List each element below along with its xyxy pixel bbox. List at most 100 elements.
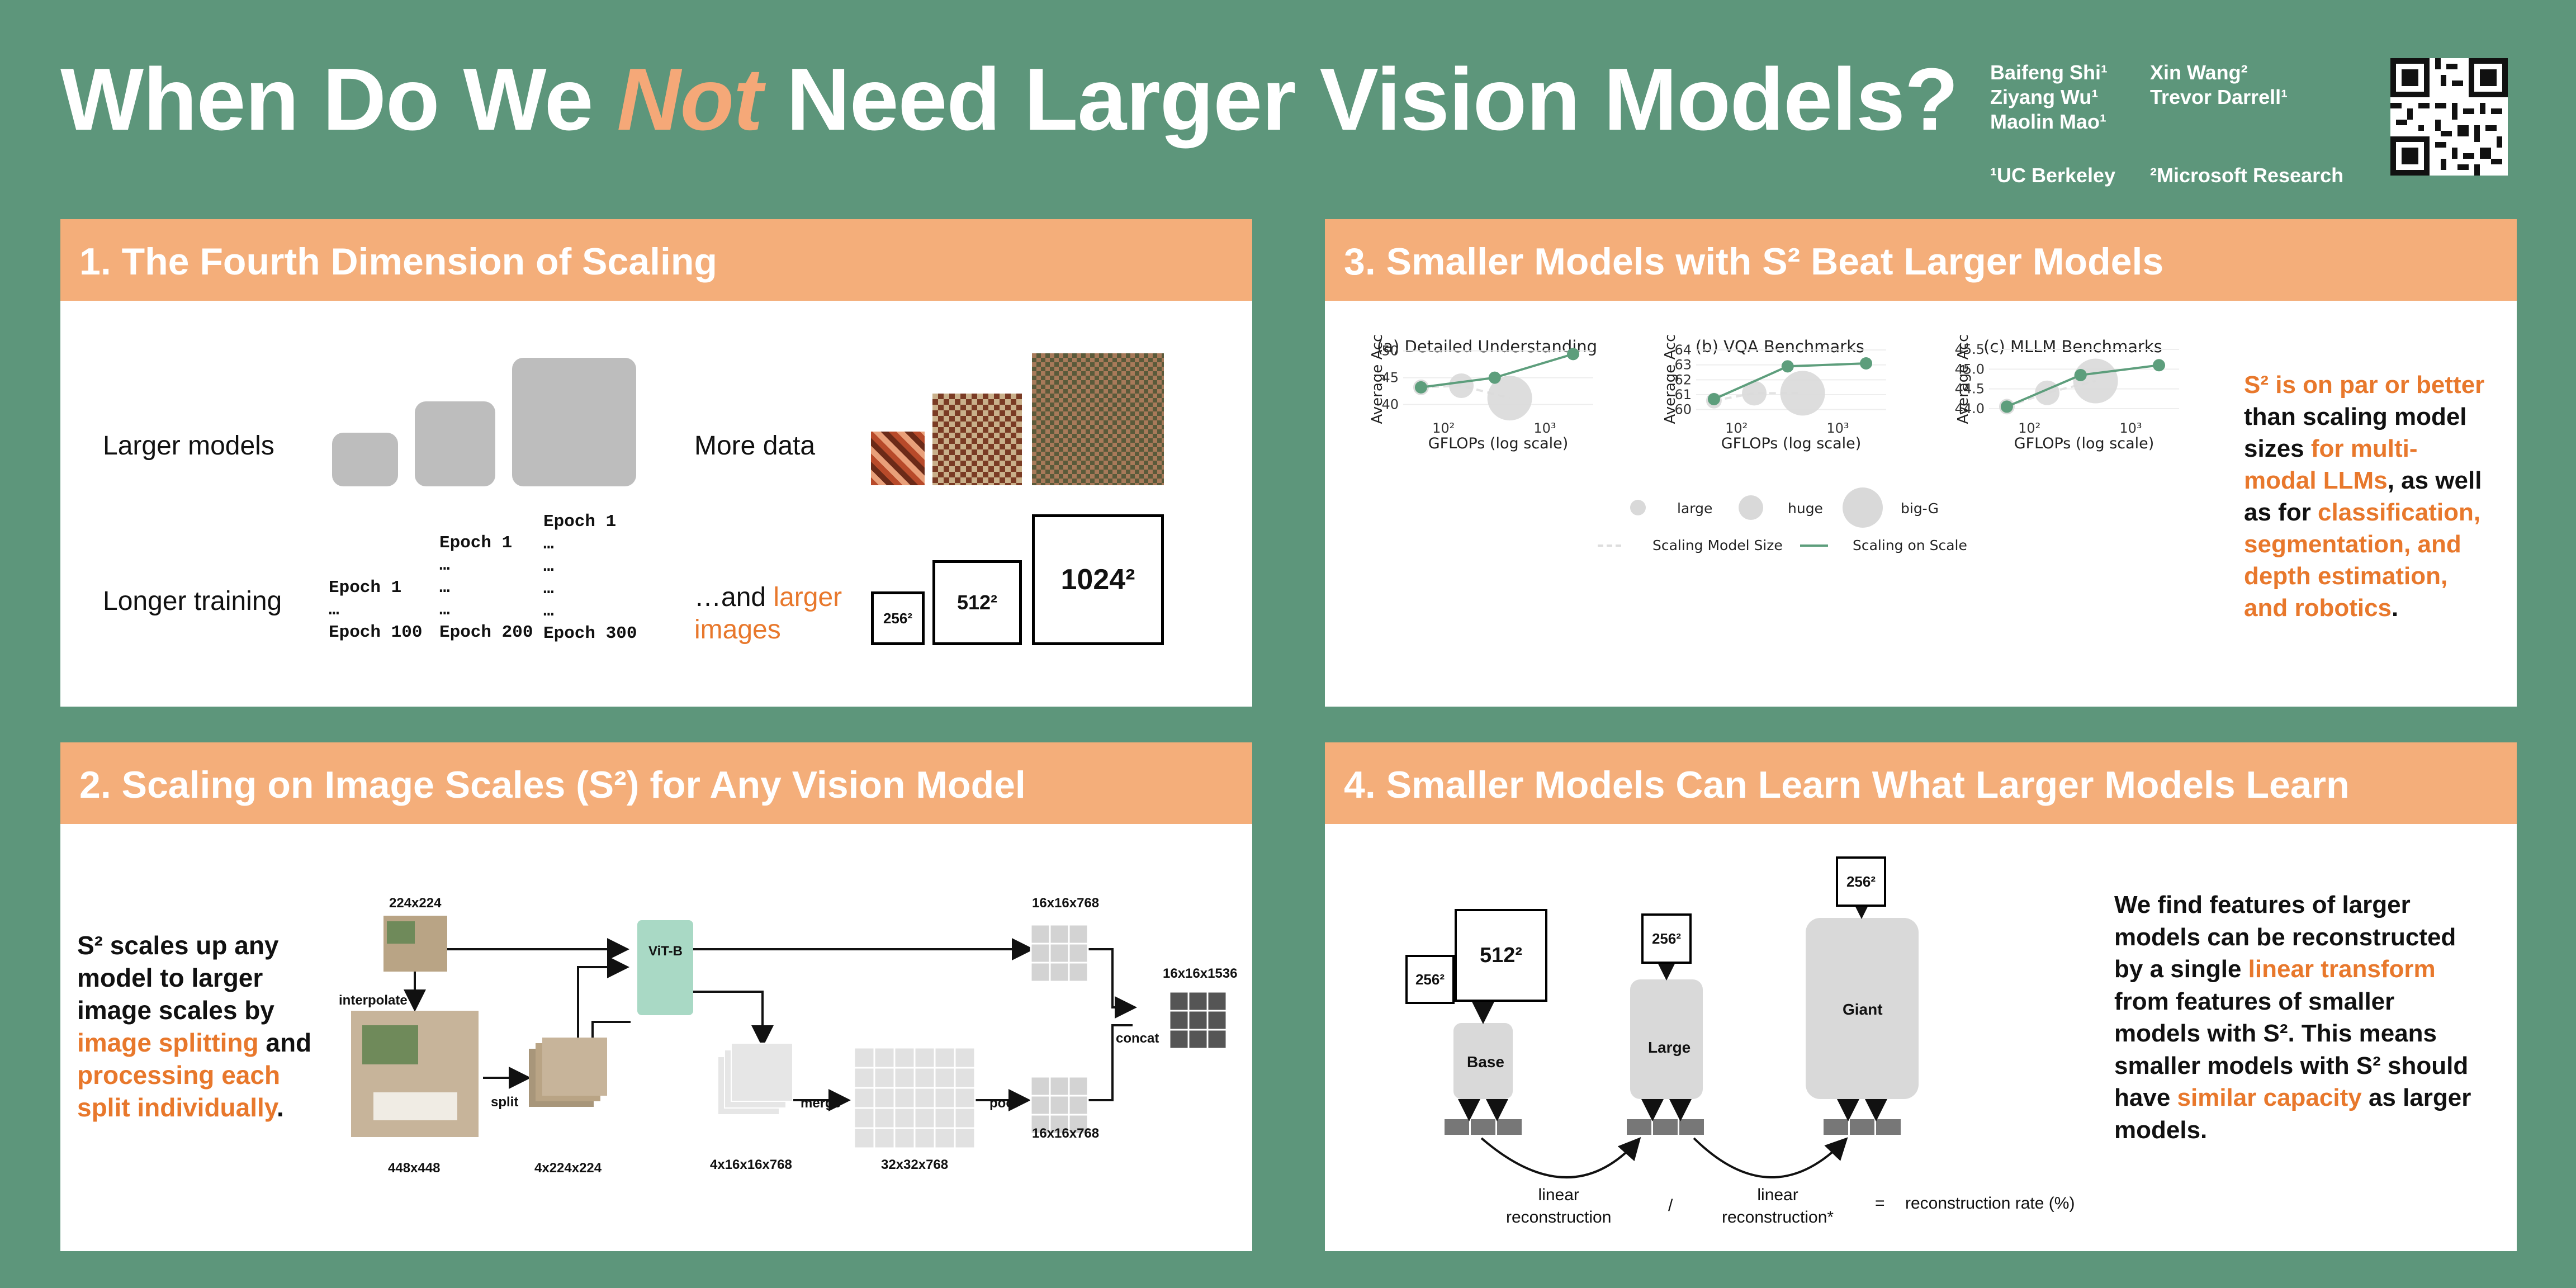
longer-training-label: Longer training (103, 586, 282, 616)
qr-code-icon[interactable] (2390, 58, 2508, 176)
data-image-large (1032, 353, 1164, 485)
label-pooled: 16x16x768 (1032, 1126, 1100, 1141)
x-tick-label: 10³ (2119, 420, 2142, 436)
label-split-out: 4x224x224 (534, 1161, 602, 1176)
author: Trevor Darrell¹ (2150, 86, 2288, 108)
label-concat: concat (1116, 1031, 1159, 1046)
label-final: 16x16x1536 (1163, 966, 1238, 981)
label-224: 224x224 (389, 896, 442, 911)
size-512-box: 512² (1455, 909, 1547, 1002)
model-box-small (332, 433, 398, 486)
s2-description: S² scales up any model to larger image s… (77, 931, 312, 1122)
affiliation-2: ²Microsoft Research (2150, 164, 2344, 187)
data-point-scaling-on-scale (1860, 357, 1873, 370)
y-tick-label: 50 (1381, 343, 1399, 359)
x-tick-label: 10² (1725, 420, 1748, 436)
y-axis-label: Average Acc (1955, 334, 1972, 424)
data-point-model-size (1780, 371, 1825, 416)
larger-models-label: Larger models (103, 431, 274, 461)
label-top-feat: 16x16x768 (1032, 896, 1100, 911)
y-tick-label: 63 (1674, 357, 1692, 373)
legend-label: Scaling Model Size (1652, 537, 1783, 553)
y-tick-label: 44.5 (1955, 381, 1985, 397)
y-tick-label: 45.0 (1955, 361, 1985, 377)
data-point-model-size (2073, 358, 2118, 404)
legend-label: big-G (1901, 500, 1939, 517)
data-image-small (871, 432, 925, 485)
data-point-scaling-on-scale (2074, 368, 2087, 381)
legend-label: large (1677, 500, 1712, 517)
authors-col1: Baifeng Shi¹ Ziyang Wu¹ Maolin Mao¹ (1990, 60, 2108, 134)
legend-marker-huge (1739, 495, 1763, 520)
y-tick-label: 45 (1381, 370, 1399, 386)
data-point-model-size (1742, 381, 1767, 406)
large-model-box (1630, 979, 1703, 1099)
chart-title: (b) VQA Benchmarks (1696, 337, 1864, 356)
legend-label: huge (1788, 500, 1823, 517)
x-tick-label: 10³ (1533, 420, 1556, 436)
y-tick-label: 61 (1674, 387, 1692, 402)
size-1024-box: 1024² (1032, 514, 1164, 645)
data-point-scaling-on-scale (1488, 371, 1501, 384)
base-model-box (1453, 1023, 1513, 1099)
large-label: Large (1648, 1039, 1691, 1056)
panel-s2-scaling: 2. Scaling on Image Scales (S²) for Any … (60, 742, 1252, 1251)
label-vit: ViT-B (648, 944, 683, 959)
model-box-medium (415, 401, 495, 486)
reconstruction-description: We find features of larger models can be… (2114, 891, 2471, 1144)
size-256-box: 256² (1641, 913, 1692, 964)
s2-pipeline-diagram (351, 916, 1228, 1149)
data-point-scaling-on-scale (1707, 393, 1720, 405)
panel-heading: 2. Scaling on Image Scales (S²) for Any … (60, 742, 1252, 824)
more-data-label: More data (694, 431, 816, 461)
giant-label: Giant (1843, 1001, 1883, 1018)
panel-heading: 4. Smaller Models Can Learn What Larger … (1325, 742, 2517, 824)
author: Ziyang Wu¹ (1990, 86, 2099, 108)
y-tick-label: 64 (1674, 342, 1692, 358)
panel-heading: 1. The Fourth Dimension of Scaling (60, 219, 1252, 301)
base-label: Base (1467, 1053, 1504, 1071)
x-axis-label: GFLOPs (log scale) (1721, 435, 1862, 452)
size-256-box: 256² (1405, 955, 1455, 1004)
label-split: split (491, 1095, 519, 1110)
data-image-medium (932, 394, 1022, 485)
author: Xin Wang² (2150, 61, 2248, 84)
y-axis-label: Average Acc (1369, 334, 1386, 424)
poster-title: When Do We Not Need Larger Vision Models… (60, 50, 1958, 149)
x-axis-label: GFLOPs (log scale) (1428, 435, 1569, 452)
x-tick-label: 10² (2018, 420, 2040, 436)
title-highlight: Not (617, 50, 763, 149)
x-axis-label: GFLOPs (log scale) (2014, 435, 2154, 452)
y-tick-label: 44.0 (1955, 401, 1985, 416)
model-box-large (512, 358, 636, 486)
data-point-scaling-on-scale (2000, 400, 2013, 413)
panel-learn-what-larger-learn: 4. Smaller Models Can Learn What Larger … (1325, 742, 2517, 1251)
epoch-column-2: Epoch 1………Epoch 200 (439, 533, 533, 642)
label-feat4: 4x16x16x768 (710, 1157, 792, 1172)
x-tick-label: 10³ (1826, 420, 1849, 436)
y-tick-label: 62 (1674, 372, 1692, 387)
data-point-model-size (1449, 373, 1474, 398)
y-tick-label: 45.5 (1955, 342, 1985, 357)
label-448: 448x448 (388, 1161, 441, 1176)
size-512-box: 512² (932, 560, 1022, 645)
panel-heading: 3. Smaller Models with S² Beat Larger Mo… (1325, 219, 2517, 301)
author: Baifeng Shi¹ (1990, 61, 2108, 84)
label-interpolate: interpolate (339, 993, 408, 1008)
label-merge: merge (801, 1096, 841, 1111)
y-tick-label: 60 (1674, 402, 1692, 418)
author: Maolin Mao¹ (1990, 110, 2106, 133)
chart-title: (c) MLLM Benchmarks (1983, 337, 2162, 356)
epoch-column-1: Epoch 1…Epoch 100 (329, 578, 423, 642)
equals: = (1875, 1194, 1885, 1213)
giant-model-box (1806, 918, 1919, 1099)
label-pool: pool (989, 1096, 1018, 1111)
data-point-scaling-on-scale (1567, 348, 1580, 361)
label-merged: 32x32x768 (881, 1157, 949, 1172)
slash: / (1668, 1196, 1673, 1215)
data-point-model-size (1487, 376, 1532, 421)
